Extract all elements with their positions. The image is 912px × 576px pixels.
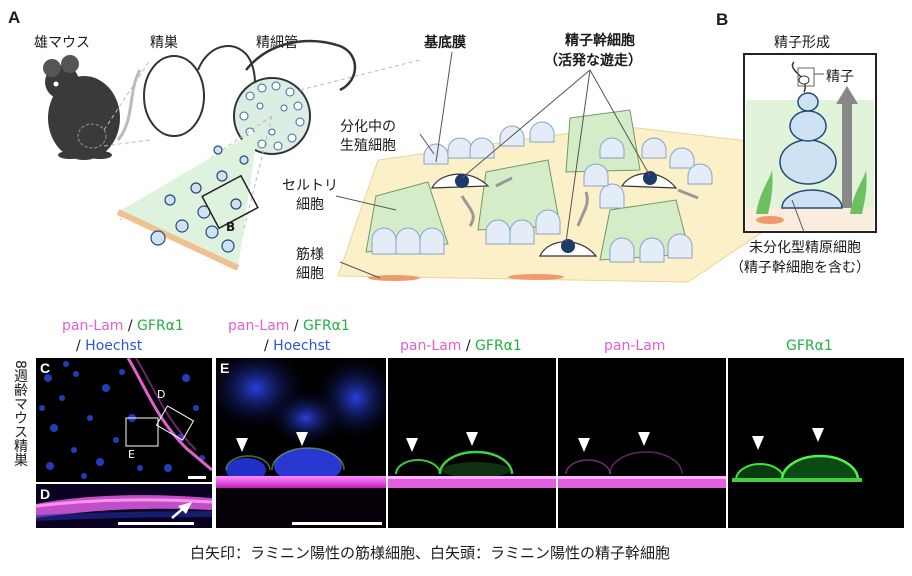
panel-e-col4-header: GFRα1 (786, 338, 833, 354)
sertoli-label: セルトリ 細胞 (282, 177, 338, 215)
panel-a-letter: A (8, 8, 21, 27)
white-arrowhead-icon (752, 436, 764, 450)
ssc-label: 精子幹細胞 （活発な遊走） (544, 30, 648, 70)
testis-drawing (143, 55, 205, 137)
side-label-8-week-testis: 8週齢マウス精巣 (12, 360, 28, 467)
panel-c-letter: C (40, 360, 51, 376)
e-gfra1-text: GFRα1 (303, 318, 350, 334)
white-arrowhead-icon (578, 438, 590, 452)
tubule-label: 精細管 (256, 35, 298, 51)
panel-c-micrograph: D E (36, 358, 212, 482)
e-header-separator-2: / (264, 338, 274, 354)
undiff-line2: （精子幹細胞を含む） (730, 260, 870, 276)
header-separator-2: / (76, 338, 86, 354)
figure-caption: 白矢印：ラミニン陽性の筋様細胞、白矢頭：ラミニン陽性の精子幹細胞 (190, 544, 671, 562)
mouse-drawing (43, 55, 142, 160)
panel-e-col2-header: pan-Lam / GFRα1 (400, 338, 522, 354)
undiff-spermatogonia-label: 未分化型精原細胞 （精子幹細胞を含む） (730, 238, 870, 278)
col2-gfra1: GFRα1 (475, 338, 522, 354)
white-arrowhead-icon (296, 432, 308, 446)
sertoli-line2: 細胞 (296, 197, 324, 213)
white-arrowhead-icon (406, 438, 418, 452)
panel-d-letter: D (40, 486, 51, 502)
panel-e-col3-header: pan-Lam (604, 338, 666, 354)
sertoli-line1: セルトリ (282, 178, 338, 194)
sperm-label: 精子 (826, 69, 854, 85)
panel-c-box-e-label: E (128, 448, 135, 461)
col2-pan-lam: pan-Lam (400, 338, 462, 354)
e-pan-lam-text: pan-Lam (228, 318, 290, 334)
panel-d-scale-bar (118, 522, 194, 525)
undiff-line1: 未分化型精原細胞 (749, 240, 861, 256)
myoid-label: 筋様 細胞 (296, 246, 324, 284)
white-arrowhead-icon (466, 432, 478, 446)
panel-e-scale-bar (292, 522, 382, 525)
white-arrow-icon (178, 502, 192, 514)
gfra1-text: GFRα1 (137, 318, 184, 334)
pan-lam-text: pan-Lam (62, 318, 124, 334)
mouse-label: 雄マウス (34, 35, 90, 51)
ssc-label-line2: （活発な遊走） (544, 53, 642, 69)
panel-e-letter: E (220, 360, 230, 376)
panel-b-region-box (201, 174, 259, 230)
e-hoechst-text: Hoechst (273, 338, 331, 354)
panel-c-header-line2: / Hoechst (76, 338, 142, 354)
panel-c-scale-bar (188, 476, 206, 479)
ssc-label-line1: 精子幹細胞 (565, 33, 635, 49)
spermatogonial-stem-cells (431, 171, 678, 257)
panel-b-letter: B (716, 10, 729, 29)
germ-cell-line2: 生殖細胞 (340, 138, 396, 154)
panel-e-gfra1 (728, 358, 904, 528)
myoid-line2: 細胞 (296, 266, 324, 282)
e-header-separator: / (289, 318, 304, 334)
header-separator: / (123, 318, 138, 334)
germ-cell-line1: 分化中の (340, 119, 396, 135)
panel-c-box-d-label: D (157, 388, 166, 401)
myoid-line1: 筋様 (296, 247, 324, 263)
panel-c-header-line1: pan-Lam / GFRα1 (62, 318, 184, 334)
panel-e-header-line2: / Hoechst (264, 338, 330, 354)
white-arrowhead-icon (812, 428, 824, 442)
panel-e-merge-lam-gfra1 (388, 358, 556, 528)
panel-a-illustration (43, 39, 878, 283)
germ-cell-label: 分化中の 生殖細胞 (340, 118, 396, 156)
testis-label: 精巣 (150, 35, 178, 51)
basement-membrane-label: 基底膜 (424, 35, 466, 51)
white-arrowhead-icon (638, 432, 650, 446)
white-arrowhead-icon (236, 438, 248, 452)
hoechst-text: Hoechst (85, 338, 143, 354)
col2-separator: / (461, 338, 476, 354)
panel-e-pan-lam (558, 358, 726, 528)
panel-b-region-label: B (226, 220, 236, 234)
panel-e-merge-hoechst (216, 358, 386, 528)
spermatogenesis-title: 精子形成 (774, 35, 830, 51)
tubule-wedge (118, 130, 258, 268)
panel-e-header-line1: pan-Lam / GFRα1 (228, 318, 350, 334)
panel-d-micrograph (36, 484, 212, 528)
